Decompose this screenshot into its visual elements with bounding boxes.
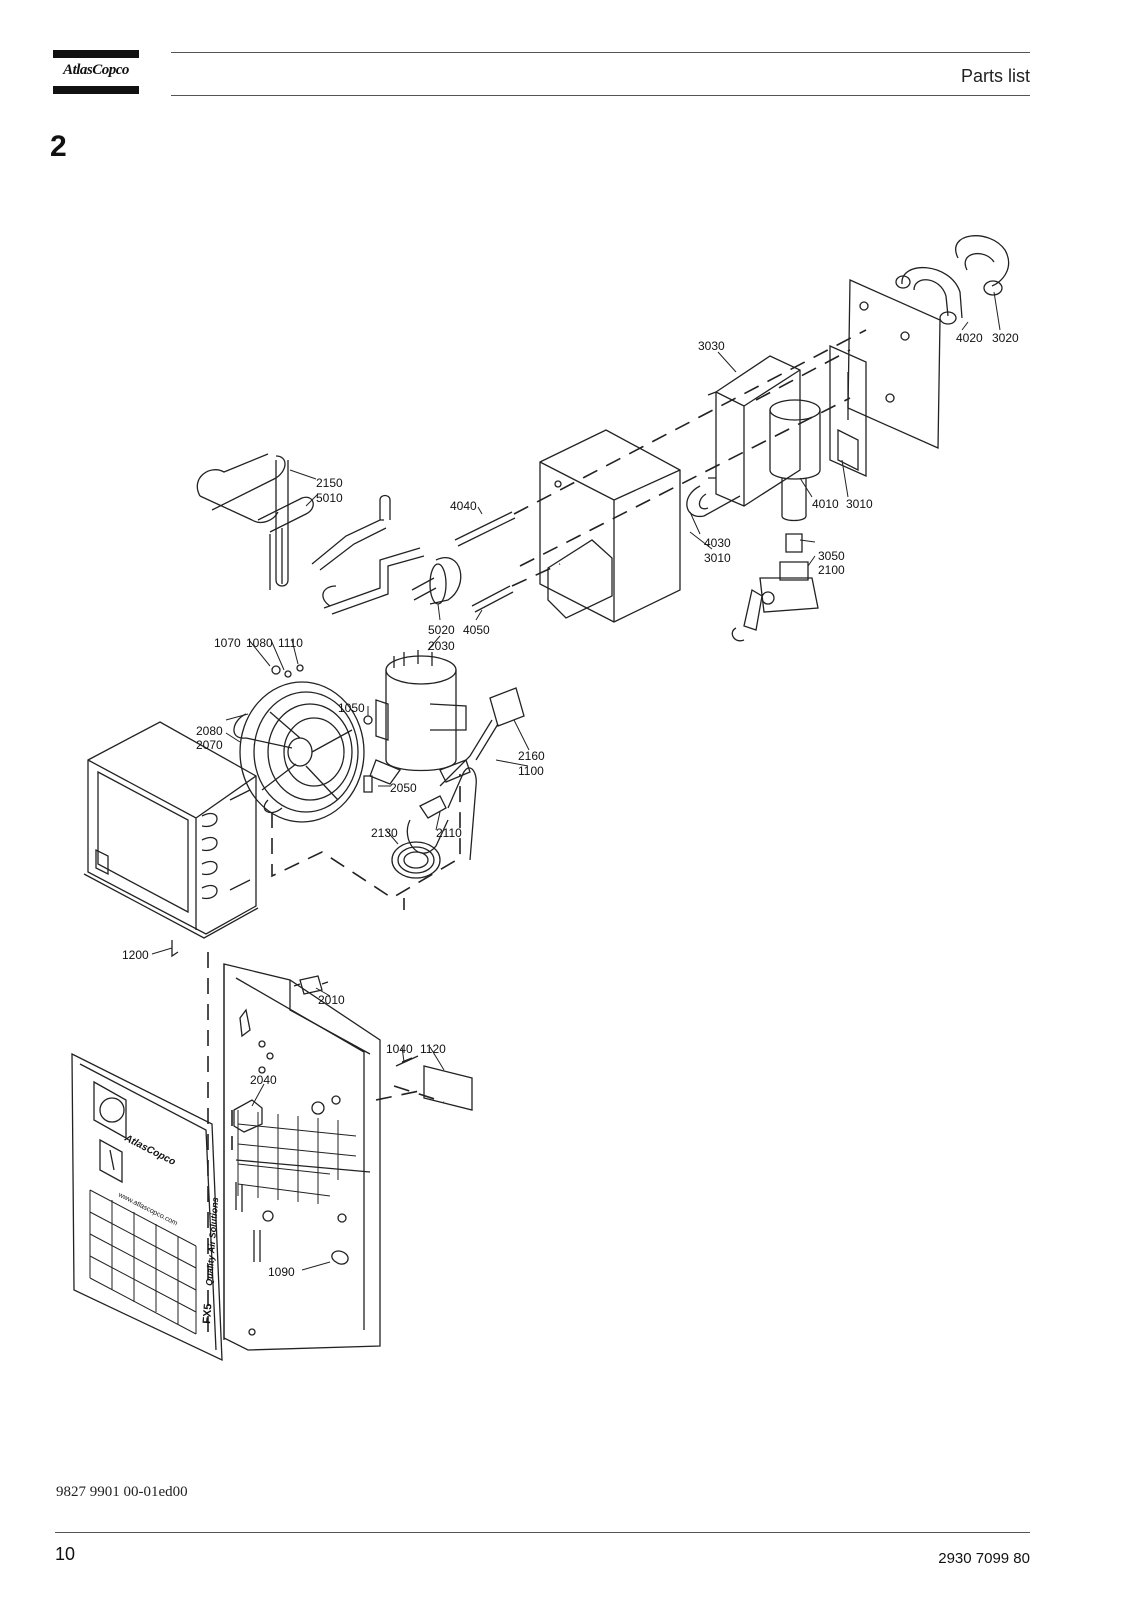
callout: 1080 [246, 636, 273, 650]
callout: 1100 [518, 764, 544, 778]
callout: 2150 [316, 476, 343, 490]
callout: 4020 [956, 331, 983, 345]
header-rule-bottom [171, 95, 1030, 96]
footer-rule [55, 1532, 1030, 1533]
callout: 2130 [371, 826, 398, 840]
panel-model: FX5 [201, 1303, 214, 1324]
callout: 2100 [818, 563, 845, 577]
part-number: 2930 7099 80 [938, 1550, 1030, 1567]
callout: 1040 [386, 1042, 413, 1056]
callout: 5010 [316, 491, 343, 505]
callout: 1050 [338, 701, 365, 715]
callout: 2030 [428, 639, 455, 653]
panel-brand: AtlasCopco [122, 1132, 177, 1167]
logo-bar-bottom [53, 86, 139, 94]
document-reference: 9827 9901 00-01ed00 [56, 1484, 188, 1500]
page-title: Parts list [960, 66, 1030, 86]
page-number: 10 [55, 1544, 76, 1564]
callout: 4030 [704, 536, 731, 550]
callout: 3030 [698, 339, 725, 353]
callout: 4050 [463, 623, 490, 637]
logo-bar-top [53, 50, 139, 58]
callout: 2040 [250, 1073, 277, 1087]
callout: 2160 [518, 749, 545, 763]
callout: 2050 [390, 781, 417, 795]
callout: 3010 [846, 497, 873, 511]
callout: 3050 [818, 549, 845, 563]
callout: 2080 [196, 724, 223, 738]
callout: 2070 [196, 738, 223, 752]
callout: 4040 [450, 499, 477, 513]
callout: 2110 [436, 826, 462, 840]
header-rule-top [171, 52, 1030, 53]
logo-wordmark: AtlasCopco [63, 62, 129, 78]
atlas-copco-logo: AtlasCopco [53, 50, 139, 94]
callout: 1070 [214, 636, 241, 650]
callout: 4010 [812, 497, 839, 511]
callout: 2010 [318, 993, 345, 1007]
callout: 3010 [704, 551, 731, 565]
callout: 5020 [428, 623, 455, 637]
section-number: 2 [50, 130, 67, 163]
callout: 1120 [420, 1042, 446, 1056]
callout: 3020 [992, 331, 1019, 345]
callout: 1090 [268, 1265, 295, 1279]
callout: 1200 [122, 948, 149, 962]
callout: 1110 [278, 636, 303, 650]
